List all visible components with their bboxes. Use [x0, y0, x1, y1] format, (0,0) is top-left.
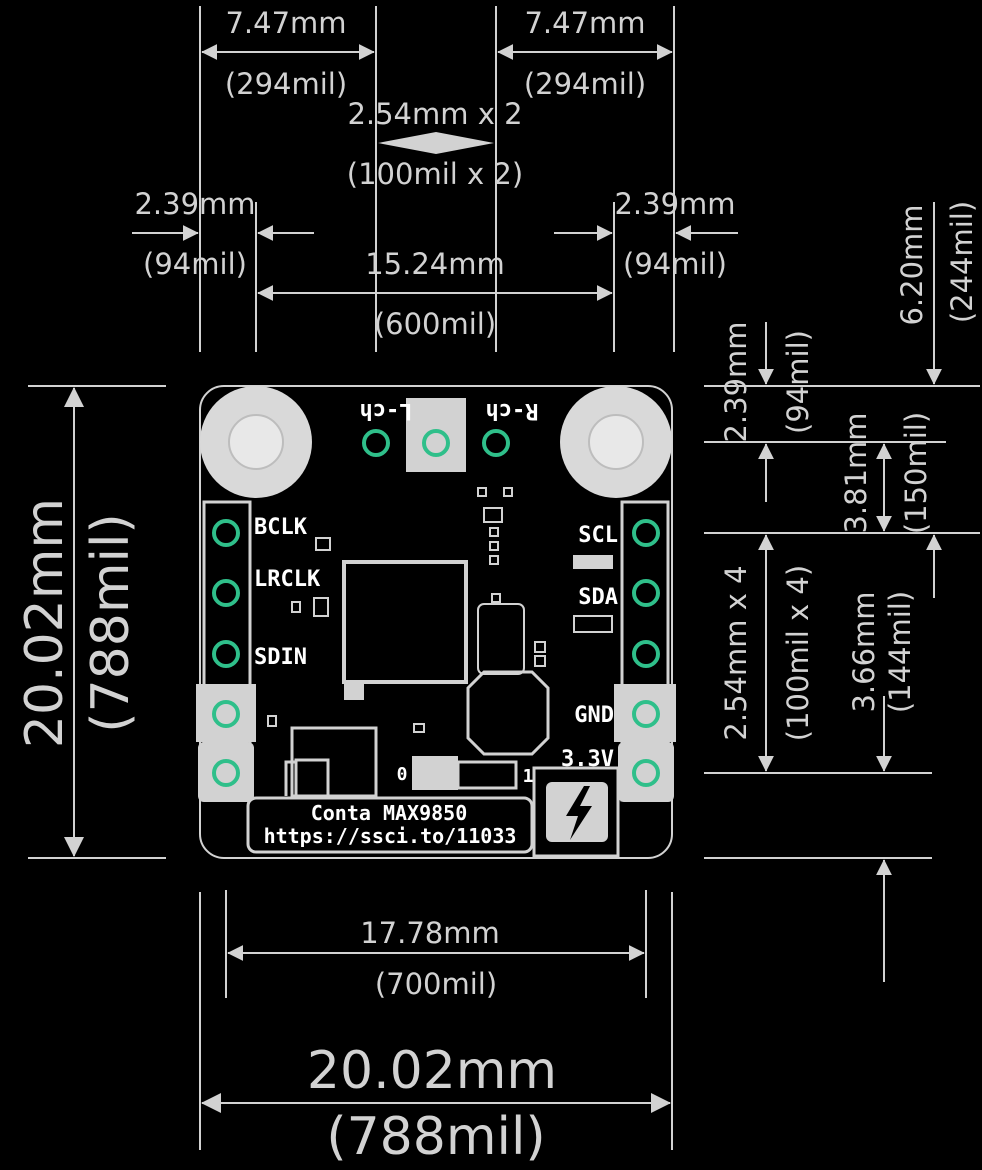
board-outline — [199, 385, 673, 859]
dim-hole-spacing-mil: (600mil) — [374, 307, 496, 341]
dim-hole-header-mil: (150mil) — [899, 412, 933, 534]
solder-jumper-right — [456, 760, 518, 790]
connector-pad — [294, 758, 330, 798]
right-header-gnd-block — [614, 684, 676, 742]
left-dimension: 20.02mm (788mil) — [15, 385, 166, 859]
dim-hole-top-mil: (94mil) — [781, 330, 815, 434]
audio-ground-pad — [406, 398, 466, 472]
left-pad-5 — [212, 759, 240, 787]
dim-header-spacing-mm: 17.78mm — [360, 916, 500, 950]
dim-hole-spacing-mm: 15.24mm — [365, 247, 505, 281]
lightning-icon — [566, 786, 592, 840]
board-title: Conta MAX9850 — [311, 801, 468, 825]
connector-bracket — [284, 760, 296, 796]
audio-pad-center — [422, 429, 450, 457]
left-header-bottom-block — [198, 742, 254, 802]
mounting-hole-right — [560, 386, 672, 498]
jumper-label-0: 0 — [397, 764, 408, 785]
dim-header-pitch-mm: 2.54mm x 4 — [719, 565, 753, 740]
left-pad-4 — [212, 700, 240, 728]
label-l-ch: L-ch — [360, 398, 413, 423]
pin-label-scl: SCL — [578, 523, 618, 548]
dim-top-offset-mm: 6.20mm — [895, 204, 929, 325]
left-pad-1 — [212, 519, 240, 547]
right-pad-3 — [632, 640, 660, 668]
pin-label-sdin: SDIN — [254, 645, 307, 670]
right-pad-5 — [632, 759, 660, 787]
jumper-label-1: 1 — [523, 766, 534, 787]
title-plate — [246, 796, 534, 854]
pin-label-lrclk: LRCLK — [254, 567, 321, 592]
dim-top-left-mm: 7.47mm — [225, 6, 346, 40]
dim-top-right-mm: 7.47mm — [524, 6, 645, 40]
logo-frame — [532, 766, 620, 858]
main-ic — [342, 560, 468, 684]
dim-top-right-mil: (294mil) — [524, 67, 646, 101]
dim-height-mil: (788mil) — [81, 513, 141, 732]
dim-right-offset-mil: (94mil) — [623, 247, 727, 281]
inductor — [466, 670, 550, 756]
mounting-hole-left — [200, 386, 312, 498]
dim-left-offset-mil: (94mil) — [143, 247, 247, 281]
solder-jumper-left — [412, 756, 458, 790]
right-pad-2 — [632, 579, 660, 607]
dim-audio-pitch-mil: (100mil x 2) — [347, 157, 523, 191]
dim-bottom-offset-mm: 3.66mm — [847, 591, 881, 712]
dim-width-mil: (788mil) — [326, 1107, 545, 1167]
board-url: https://ssci.to/11033 — [264, 824, 517, 848]
dim-hole-header-mm: 3.81mm — [839, 412, 873, 533]
audio-pad-right — [482, 429, 510, 457]
dim-hole-top-mm: 2.39mm — [719, 321, 753, 442]
left-pad-3 — [212, 640, 240, 668]
pin-label-sda: SDA — [578, 585, 618, 610]
dim-header-spacing-mil: (700mil) — [375, 967, 497, 1001]
right-pad-4 — [632, 700, 660, 728]
dim-top-offset-mil: (244mil) — [945, 201, 979, 323]
left-pad-2 — [212, 579, 240, 607]
right-dimensions: 6.20mm (244mil) 2.39mm (94mil) 3.81mm (1… — [704, 201, 980, 982]
dim-right-offset-mm: 2.39mm — [614, 187, 735, 221]
pcb-board: L-ch R-ch BCLK LRCLK SDIN SCL SDA GND 3.… — [196, 385, 676, 859]
bottom-dimensions: 17.78mm (700mil) 20.02mm (788mil) — [199, 890, 673, 1167]
right-pad-1 — [632, 519, 660, 547]
dim-bottom-offset-mil: (144mil) — [883, 591, 917, 713]
passive-components — [267, 487, 613, 733]
dim-top-left-mil: (294mil) — [225, 67, 347, 101]
dim-header-pitch-mil: (100mil x 4) — [781, 565, 815, 741]
pin-label-gnd: GND — [574, 703, 614, 728]
pin-label-bclk: BCLK — [254, 515, 308, 540]
left-header-gnd-block — [196, 684, 256, 742]
dim-left-offset-mm: 2.39mm — [134, 187, 255, 221]
ic-pin1-marker — [344, 682, 364, 700]
audio-pad-left — [362, 429, 390, 457]
right-header-bottom-block — [618, 742, 674, 802]
top-dimensions: 7.47mm (294mil) 7.47mm (294mil) 2.54mm x… — [132, 6, 738, 352]
audio-pitch-arrow — [378, 132, 494, 154]
dim-width-mm: 20.02mm — [307, 1041, 557, 1101]
dim-height-mm: 20.02mm — [15, 498, 75, 748]
label-r-ch: R-ch — [486, 398, 539, 423]
dim-audio-pitch-mm: 2.54mm x 2 — [347, 97, 522, 131]
